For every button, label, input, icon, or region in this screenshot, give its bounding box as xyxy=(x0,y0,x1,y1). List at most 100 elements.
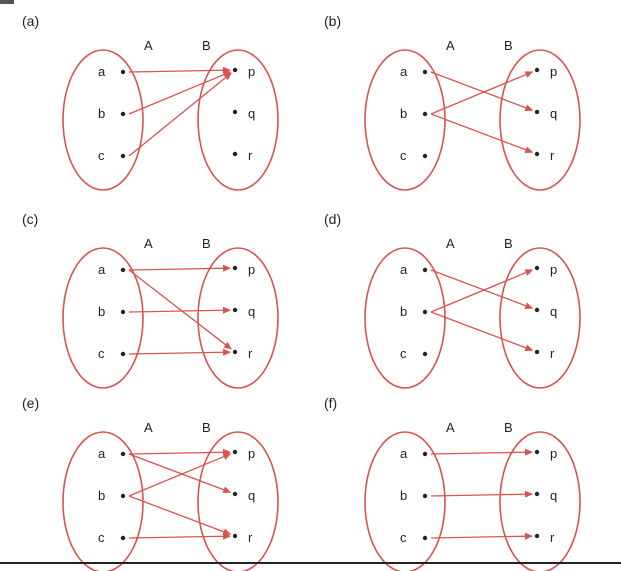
codomain-element-dot xyxy=(232,109,238,115)
codomain-element-label: p xyxy=(550,64,557,79)
set-label-b: B xyxy=(504,236,513,251)
set-label-b: B xyxy=(202,38,211,53)
domain-element-label: b xyxy=(400,304,407,319)
codomain-element-dot xyxy=(534,533,540,539)
set-a-ellipse xyxy=(62,431,144,571)
codomain-element-label: p xyxy=(248,262,255,277)
codomain-element-label: p xyxy=(248,64,255,79)
codomain-element-dot xyxy=(534,265,540,271)
set-b-ellipse xyxy=(197,431,279,571)
bottom-rule xyxy=(0,562,621,564)
domain-element-dot xyxy=(422,493,428,499)
domain-element-label: a xyxy=(98,262,106,277)
domain-element-label: c xyxy=(400,148,407,163)
codomain-element-dot xyxy=(534,67,540,73)
mapping-arrow-a-q xyxy=(128,453,232,494)
mapping-arrow-c-r xyxy=(128,348,232,356)
set-a-ellipse xyxy=(364,49,446,191)
mapping-arrow-a-p xyxy=(128,264,232,272)
codomain-element-label: p xyxy=(248,446,255,461)
mapping-arrow-c-r xyxy=(128,532,232,540)
domain-element-label: a xyxy=(400,64,408,79)
codomain-element-dot xyxy=(534,349,540,355)
set-a-ellipse xyxy=(62,247,144,389)
codomain-element-label: r xyxy=(248,530,253,545)
domain-element-dot xyxy=(120,309,126,315)
codomain-element-label: q xyxy=(248,106,255,121)
panel-label: (c) xyxy=(22,211,38,227)
mapping-arrow-a-p xyxy=(128,448,232,456)
domain-element-label: c xyxy=(98,346,105,361)
domain-element-dot xyxy=(422,69,428,75)
mapping-arrow-a-q xyxy=(430,269,534,310)
panel-label: (a) xyxy=(22,13,39,29)
domain-element-label: b xyxy=(98,106,105,121)
mapping-arrow-b-p xyxy=(430,71,534,115)
domain-element-label: a xyxy=(98,446,106,461)
mapping-arrow-b-q xyxy=(430,490,534,498)
set-b-ellipse xyxy=(197,49,279,191)
domain-element-dot xyxy=(120,351,126,357)
codomain-element-dot xyxy=(534,151,540,157)
panel-label: (e) xyxy=(22,395,39,411)
domain-element-label: b xyxy=(98,488,105,503)
codomain-element-dot xyxy=(534,307,540,313)
set-label-a: A xyxy=(446,420,455,435)
domain-element-dot xyxy=(422,451,428,457)
codomain-element-dot xyxy=(232,491,238,497)
panel-label: (f) xyxy=(324,395,337,411)
codomain-element-dot xyxy=(534,491,540,497)
set-label-a: A xyxy=(144,420,153,435)
corner-mark xyxy=(0,0,14,4)
set-label-a: A xyxy=(144,38,153,53)
codomain-element-dot xyxy=(232,265,238,271)
domain-element-label: b xyxy=(98,304,105,319)
domain-element-dot xyxy=(120,535,126,541)
codomain-element-label: p xyxy=(550,446,557,461)
domain-element-label: c xyxy=(98,530,105,545)
set-label-b: B xyxy=(202,420,211,435)
set-b-ellipse xyxy=(499,49,581,191)
codomain-element-dot xyxy=(232,307,238,313)
codomain-element-label: r xyxy=(550,530,555,545)
domain-element-dot xyxy=(120,451,126,457)
domain-element-label: c xyxy=(400,530,407,545)
codomain-element-label: r xyxy=(550,346,555,361)
codomain-element-dot xyxy=(232,151,238,157)
codomain-element-label: r xyxy=(248,148,253,163)
set-a-ellipse xyxy=(364,431,446,571)
domain-element-label: a xyxy=(400,262,408,277)
domain-element-dot xyxy=(120,111,126,117)
domain-element-dot xyxy=(120,153,126,159)
domain-element-label: a xyxy=(400,446,408,461)
set-a-ellipse xyxy=(62,49,144,191)
mapping-arrow-b-r xyxy=(430,113,534,154)
codomain-element-label: r xyxy=(550,148,555,163)
domain-element-dot xyxy=(120,493,126,499)
domain-element-dot xyxy=(422,309,428,315)
domain-element-dot xyxy=(422,153,428,159)
set-b-ellipse xyxy=(499,431,581,571)
codomain-element-dot xyxy=(534,109,540,115)
set-label-b: B xyxy=(504,38,513,53)
mapping-arrow-b-p xyxy=(430,269,534,313)
domain-element-dot xyxy=(120,267,126,273)
codomain-element-dot xyxy=(232,67,238,73)
codomain-element-label: q xyxy=(248,304,255,319)
set-b-ellipse xyxy=(197,247,279,389)
set-label-a: A xyxy=(446,38,455,53)
mapping-arrow-b-r xyxy=(430,311,534,352)
mapping-arrow-b-p xyxy=(128,71,232,115)
set-label-b: B xyxy=(504,420,513,435)
set-label-a: A xyxy=(446,236,455,251)
panel-label: (d) xyxy=(324,211,341,227)
domain-element-dot xyxy=(120,69,126,75)
set-label-a: A xyxy=(144,236,153,251)
